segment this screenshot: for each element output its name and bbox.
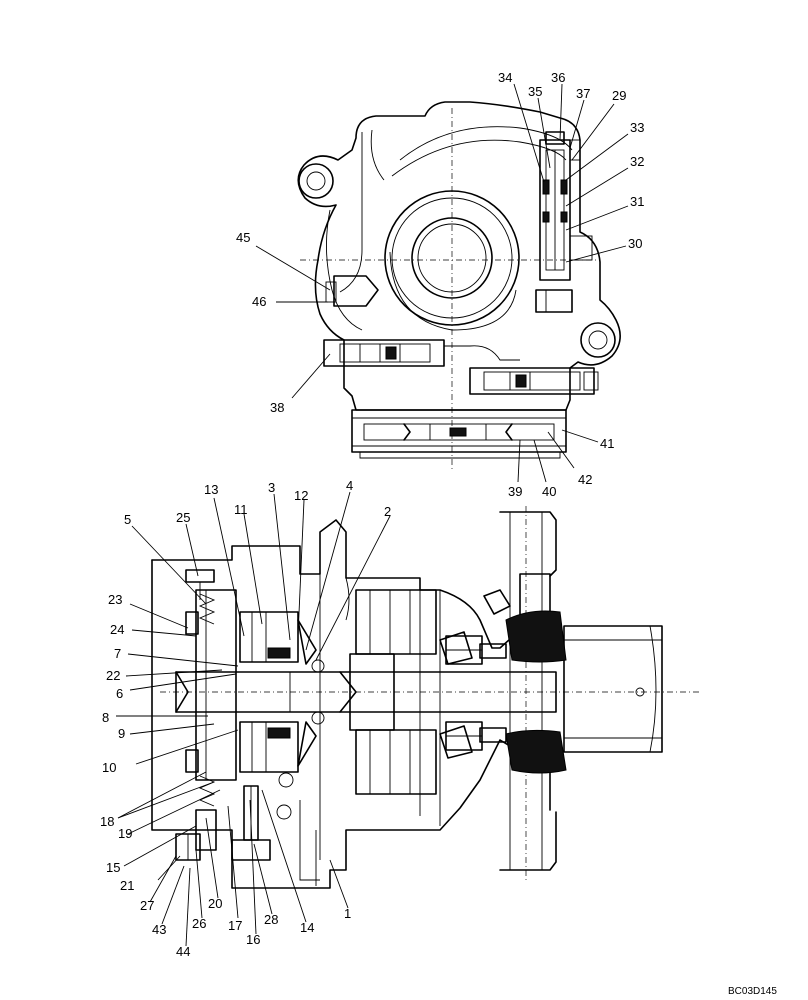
callout-label: 41 (600, 436, 614, 451)
callout-label: 37 (576, 86, 590, 101)
callout-labels: 34 35 36 37 29 33 32 31 30 45 46 38 41 4… (100, 70, 644, 959)
callout-label: 43 (152, 922, 166, 937)
callout-label: 1 (344, 906, 351, 921)
callout-label: 5 (124, 512, 131, 527)
callout-label: 12 (294, 488, 308, 503)
callout-label: 27 (140, 898, 154, 913)
callout-label: 14 (300, 920, 314, 935)
callout-label: 38 (270, 400, 284, 415)
callout-label: 42 (578, 472, 592, 487)
callout-label: 36 (551, 70, 565, 85)
callout-label: 9 (118, 726, 125, 741)
callout-label: 10 (102, 760, 116, 775)
callout-label: 28 (264, 912, 278, 927)
callout-label: 16 (246, 932, 260, 947)
callout-label: 17 (228, 918, 242, 933)
callout-label: 11 (234, 502, 248, 517)
callout-label: 6 (116, 686, 123, 701)
callout-label: 2 (384, 504, 391, 519)
callout-label: 46 (252, 294, 266, 309)
callout-label: 30 (628, 236, 642, 251)
callout-label: 45 (236, 230, 250, 245)
callout-label: 26 (192, 916, 206, 931)
callout-label: 13 (204, 482, 218, 497)
callout-label: 29 (612, 88, 626, 103)
callout-label: 33 (630, 120, 644, 135)
callout-label: 18 (100, 814, 114, 829)
callout-label: 21 (120, 878, 134, 893)
callout-label: 7 (114, 646, 121, 661)
drawing-code: BC03D145 (728, 986, 777, 997)
callout-label: 39 (508, 484, 522, 499)
callout-label: 8 (102, 710, 109, 725)
leader-lines (116, 83, 629, 947)
callout-label: 44 (176, 944, 190, 959)
callout-label: 3 (268, 480, 275, 495)
callout-label: 23 (108, 592, 122, 607)
callout-label: 35 (528, 84, 542, 99)
callout-label: 24 (110, 622, 124, 637)
callout-label: 22 (106, 668, 120, 683)
callout-label: 15 (106, 860, 120, 875)
callout-label: 4 (346, 478, 353, 493)
callout-label: 34 (498, 70, 512, 85)
callout-label: 40 (542, 484, 556, 499)
top-view-valve-cover (297, 101, 621, 470)
callout-label: 25 (176, 510, 190, 525)
callout-label: 32 (630, 154, 644, 169)
callout-label: 19 (118, 826, 132, 841)
callout-label: 31 (630, 194, 644, 209)
bottom-view-motor-section (151, 506, 700, 889)
callout-label: 20 (208, 896, 222, 911)
